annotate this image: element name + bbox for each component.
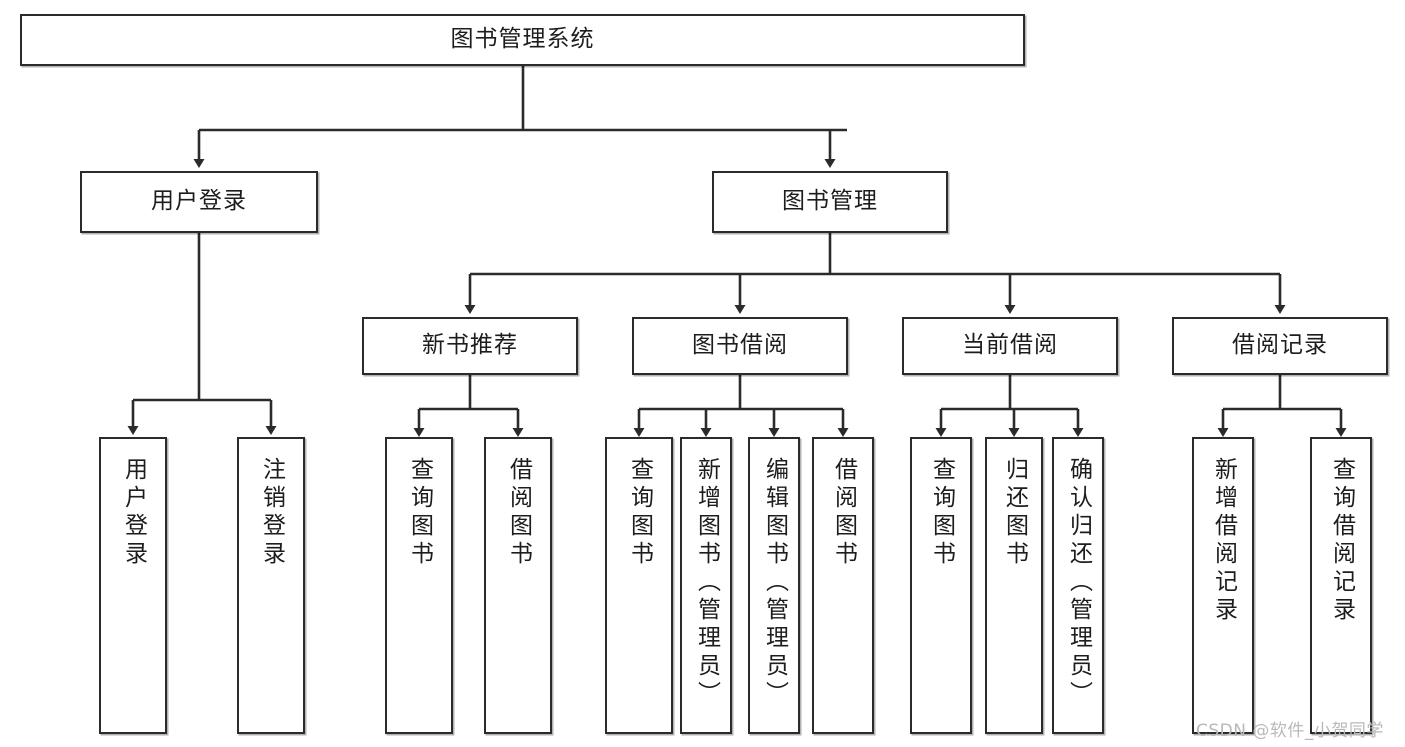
node-leaf-current-query-book[interactable]: 查询图书	[910, 437, 972, 734]
node-leaf-borrow-query-book-label: 查询图书	[626, 457, 653, 569]
node-new-book-recommend-label: 新书推荐	[422, 332, 518, 359]
node-leaf-borrow-lend-book-label: 借阅图书	[830, 457, 857, 569]
node-leaf-record-add-label: 新增借阅记录	[1210, 457, 1237, 625]
node-current-borrow[interactable]: 当前借阅	[902, 317, 1118, 375]
node-leaf-current-query-book-label: 查询图书	[928, 457, 955, 569]
node-leaf-current-return-book[interactable]: 归还图书	[985, 437, 1043, 734]
node-root[interactable]: 图书管理系统	[20, 14, 1025, 66]
node-leaf-borrow-add-book[interactable]: 新增图书（管理员）	[680, 437, 732, 734]
node-book-manage-label: 图书管理	[782, 188, 878, 215]
node-new-book-recommend[interactable]: 新书推荐	[362, 317, 578, 375]
node-book-manage[interactable]: 图书管理	[712, 171, 948, 233]
node-leaf-current-return-book-label: 归还图书	[1001, 457, 1028, 569]
node-root-label: 图书管理系统	[450, 26, 595, 53]
node-leaf-record-add[interactable]: 新增借阅记录	[1192, 437, 1254, 734]
node-leaf-recommend-query-book[interactable]: 查询图书	[385, 437, 453, 734]
node-leaf-user-login[interactable]: 用户登录	[99, 437, 167, 734]
node-leaf-recommend-query-book-label: 查询图书	[406, 457, 433, 569]
node-leaf-recommend-borrow-book[interactable]: 借阅图书	[484, 437, 552, 734]
node-leaf-recommend-borrow-book-label: 借阅图书	[505, 457, 532, 569]
node-leaf-user-logout[interactable]: 注销登录	[237, 437, 305, 734]
node-leaf-record-query-label: 查询借阅记录	[1328, 457, 1355, 625]
node-user-login-label: 用户登录	[151, 188, 247, 215]
node-leaf-current-confirm-return[interactable]: 确认归还（管理员）	[1052, 437, 1104, 734]
node-leaf-borrow-add-book-label: 新增图书（管理员）	[693, 457, 720, 709]
node-leaf-borrow-query-book[interactable]: 查询图书	[605, 437, 673, 734]
node-leaf-user-login-label: 用户登录	[120, 457, 147, 569]
node-leaf-borrow-edit-book[interactable]: 编辑图书（管理员）	[748, 437, 800, 734]
node-leaf-borrow-lend-book[interactable]: 借阅图书	[812, 437, 874, 734]
node-borrow-record[interactable]: 借阅记录	[1172, 317, 1388, 375]
node-borrow-record-label: 借阅记录	[1232, 332, 1328, 359]
node-book-borrow-label: 图书借阅	[692, 332, 788, 359]
node-leaf-record-query[interactable]: 查询借阅记录	[1310, 437, 1372, 734]
node-current-borrow-label: 当前借阅	[962, 332, 1058, 359]
node-leaf-current-confirm-return-label: 确认归还（管理员）	[1065, 457, 1092, 709]
node-leaf-user-logout-label: 注销登录	[258, 457, 285, 569]
node-user-login[interactable]: 用户登录	[80, 171, 318, 233]
node-book-borrow[interactable]: 图书借阅	[632, 317, 848, 375]
node-leaf-borrow-edit-book-label: 编辑图书（管理员）	[761, 457, 788, 709]
